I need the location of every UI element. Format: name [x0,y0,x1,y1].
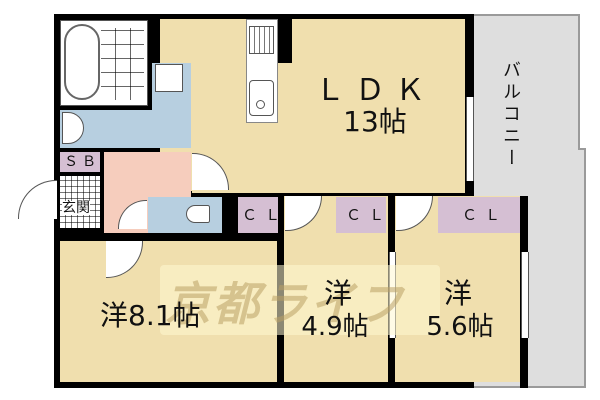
shoe-box-label: ＳＢ [64,154,100,170]
toilet-icon [186,205,210,223]
bedroom-2-name: 洋 [323,277,352,310]
stove-icon [249,26,274,54]
closet-3-label: ＣＬ [462,206,509,224]
balcony-step-outline [578,148,586,388]
closet-1 [238,197,278,233]
balcony-label: バルコニー [500,60,521,170]
shoe-box [60,152,100,172]
bedroom-3-size: 5.6帖 [426,312,494,342]
closet-2 [336,197,386,233]
bedroom-3-name: 洋 [443,277,472,310]
ldk-label: ＬＤＫ [315,73,435,108]
entrance-label: 玄関 [62,200,90,216]
washing-machine-icon [155,64,183,92]
kitchen-wall-stub [278,19,292,63]
sink-icon [249,80,274,116]
sink-drain-icon [256,100,265,109]
bedroom-3-window [521,252,529,338]
room-ldk-lower [192,150,465,193]
bedroom-1-label: 洋8.1帖 [100,299,201,332]
toilet [148,197,222,233]
ldk-size: 13帖 [343,105,407,138]
watermark: 京都ライフ [165,277,405,331]
balcony-upper-right-edge [578,14,580,150]
closet-2-label: ＣＬ [346,206,393,224]
closet-1-label: ＣＬ [242,206,289,224]
bedroom-2-size: 4.9帖 [301,312,369,342]
watermark-background [160,265,440,335]
shower-floor-tiles [101,28,144,100]
entrance-door [18,180,57,219]
bathtub-icon [64,24,100,100]
ldk-balcony-window [466,97,474,181]
closet-3 [438,197,522,233]
